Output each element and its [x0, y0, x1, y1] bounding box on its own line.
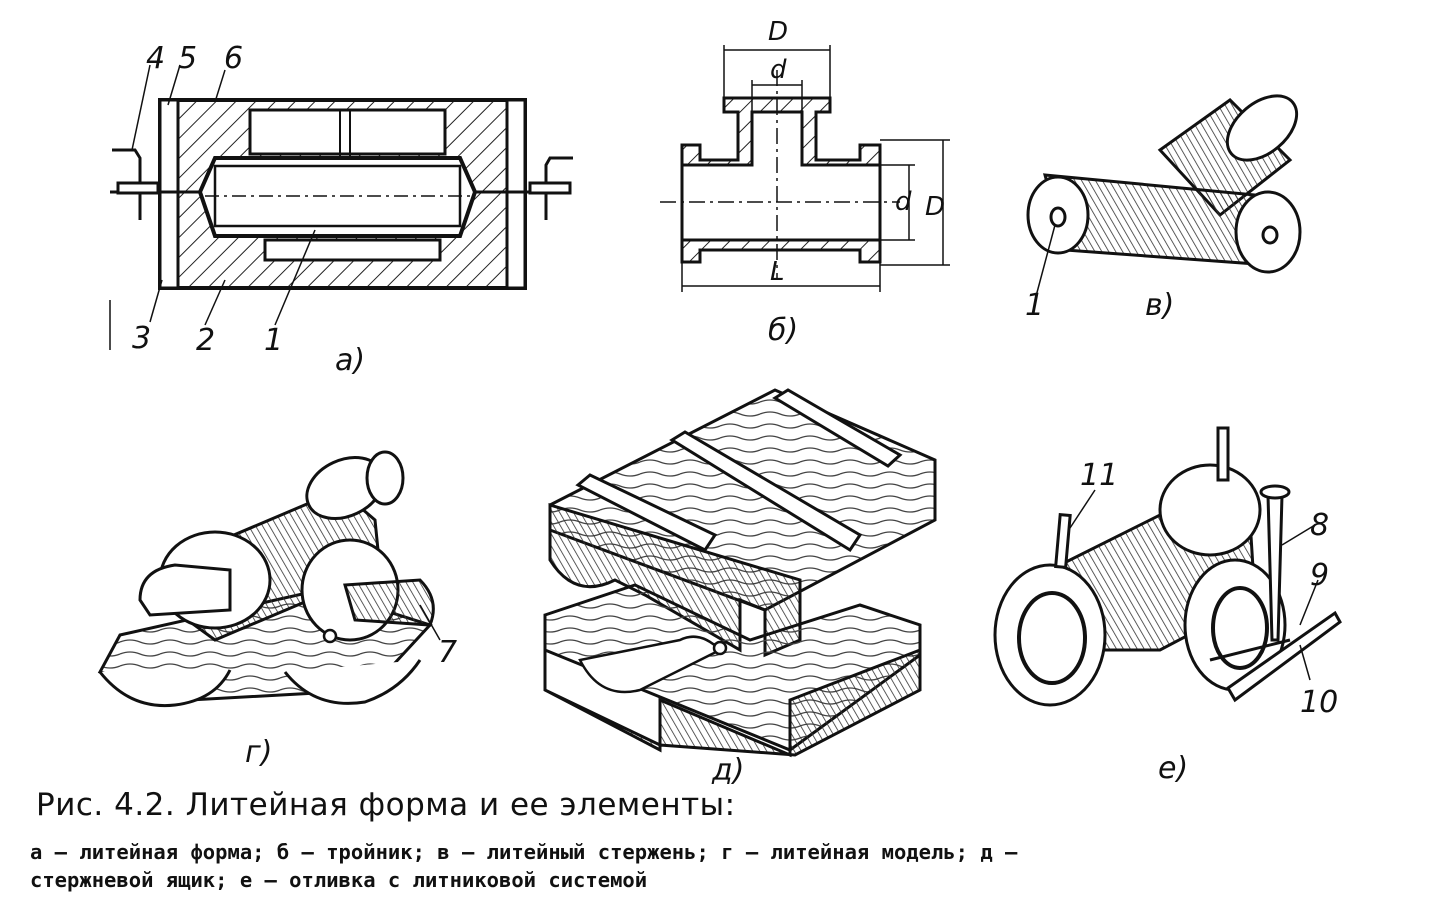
flask-inner-wall-right: [505, 98, 527, 290]
sprue-channel: [339, 110, 351, 160]
upper-cavity: [248, 108, 447, 156]
pattern-core-print-top: [365, 450, 405, 506]
part-number-v1: 1: [1025, 288, 1044, 323]
casting-flange-top: [1158, 463, 1262, 557]
dimension-d-top: d: [770, 55, 787, 85]
part-number-5: 5: [178, 41, 197, 76]
part-number-8: 8: [1310, 508, 1329, 543]
corebox-lower-front: [543, 615, 922, 758]
riser-top: [1216, 426, 1230, 482]
core-end-left-hole: [1049, 206, 1067, 228]
flask-inner-wall-left: [158, 98, 180, 290]
pattern-lower-half-left: [98, 669, 232, 708]
core-end-right-hole: [1261, 225, 1279, 245]
panel-label-b: б): [768, 313, 798, 348]
pattern-core-print-right: [343, 578, 435, 627]
panel-label-e: е): [1158, 751, 1188, 786]
lower-cavity: [263, 238, 442, 262]
tee-bore: [680, 110, 882, 242]
panel-label-g: г): [245, 735, 272, 770]
sprue: [1266, 493, 1284, 642]
part-number-7: 7: [438, 635, 457, 670]
dimension-d-side: d: [895, 187, 912, 217]
part-number-3: 3: [132, 321, 151, 356]
gate: [1209, 638, 1291, 662]
part-number-9: 9: [1310, 558, 1329, 593]
dimension-lines-b: [681, 45, 950, 292]
dimension-L: L: [770, 257, 785, 287]
part-number-6: 6: [224, 41, 243, 76]
caption-legend-line-1: а — литейная форма; б — тройник; в — лит…: [30, 840, 1018, 864]
panel-label-a: а): [335, 343, 365, 378]
pattern-core-print-left: [138, 563, 232, 617]
leader-line-v1: [1034, 224, 1056, 301]
part-number-1: 1: [264, 323, 283, 358]
corebox-top-bars: [575, 388, 903, 553]
core-branch-end: [1225, 94, 1299, 162]
runner: [1226, 610, 1342, 703]
part-number-10: 10: [1300, 685, 1338, 720]
panel-b-tee-section: D d d D L б): [660, 17, 950, 348]
panel-g-pattern: 7 г): [97, 450, 457, 770]
panel-d-core-box: д): [543, 388, 937, 788]
sprue-cup: [1259, 484, 1291, 500]
corebox-upper-front: [548, 502, 802, 658]
figure-caption-legend: а — литейная форма; б — тройник; в — лит…: [30, 838, 1410, 894]
pattern-vent-hole: [322, 628, 338, 644]
panel-e-casting: 11 8 9 10 е): [993, 426, 1342, 786]
casting-bore-left: [1017, 591, 1087, 685]
leader-lines-e: [1069, 489, 1319, 681]
leader-line-g7: [419, 604, 441, 641]
dimension-D-top: D: [768, 17, 788, 47]
part-number-2: 2: [196, 323, 215, 358]
corebox-lower-cavity: [578, 635, 723, 694]
caption-legend-line-2: стержневой ящик; е — отливка с литниково…: [30, 868, 648, 892]
figure-caption-title: Рис. 4.2. Литейная форма и ее элементы:: [36, 787, 736, 823]
panel-label-d: д): [711, 753, 744, 788]
panel-a-casting-mold: 4 5 6 3 2 1 а): [109, 41, 573, 378]
pattern-lower-half-right: [283, 659, 422, 705]
leader-lines-a: [109, 64, 316, 350]
part-number-11: 11: [1080, 458, 1118, 493]
flask-pin-left: [112, 148, 160, 220]
panel-label-v: в): [1145, 288, 1174, 323]
panel-v-core: 1 в): [1025, 94, 1302, 323]
flask-pin-right: [528, 156, 573, 220]
dimension-D-side: D: [925, 192, 945, 222]
part-number-4: 4: [146, 41, 165, 76]
riser-left: [1054, 513, 1072, 569]
corebox-vent-hole: [712, 640, 728, 656]
